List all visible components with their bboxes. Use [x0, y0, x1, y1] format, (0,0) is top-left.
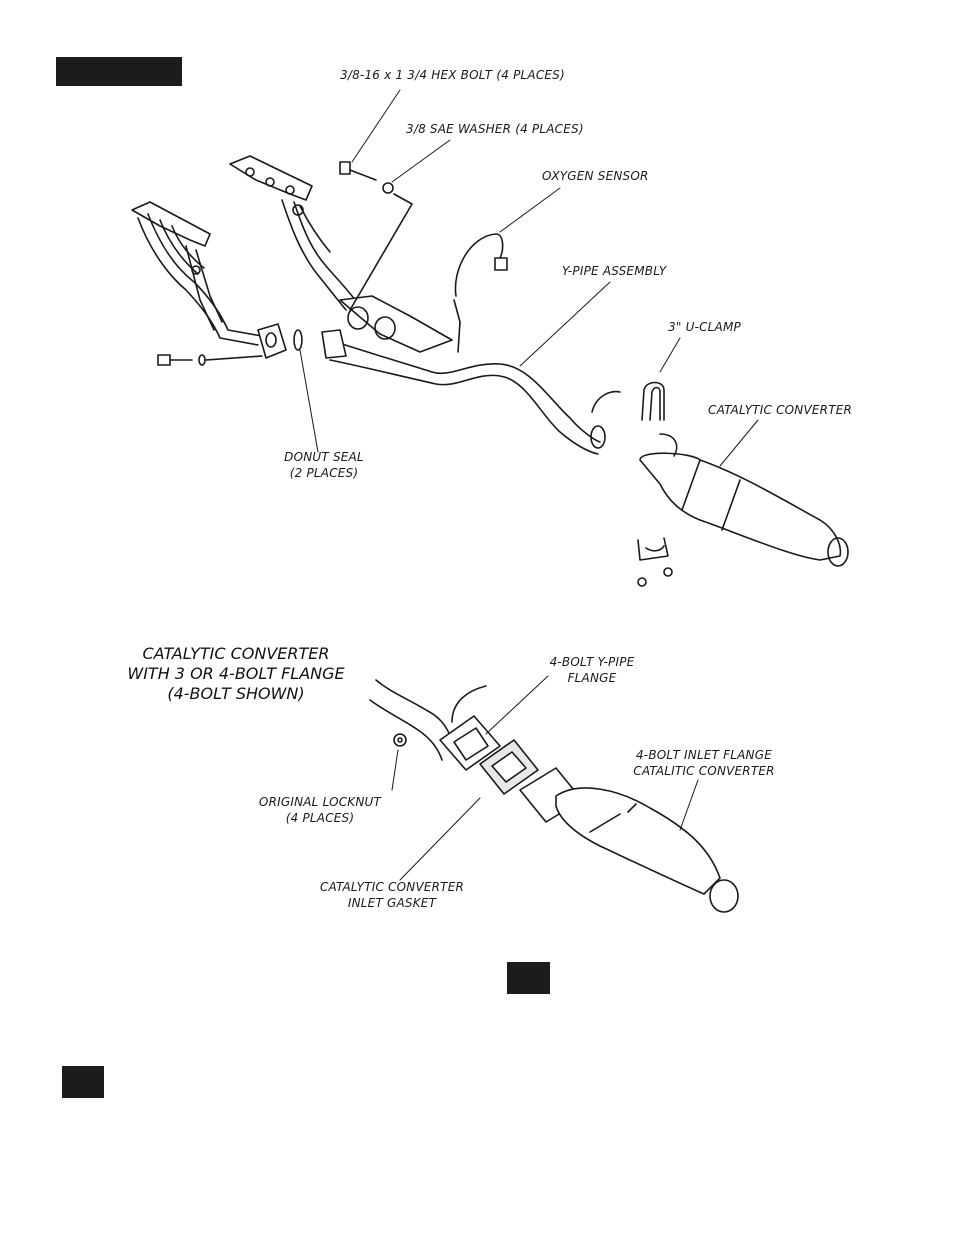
- label-gasket-line1: CATALYTIC CONVERTER: [319, 880, 465, 894]
- label-washer: 3/8 SAE WASHER (4 PLACES): [406, 122, 584, 136]
- left-bolt: [157, 354, 263, 366]
- label-oxygen-sensor: OXYGEN SENSOR: [542, 169, 649, 183]
- label-yflange-line1: 4-BOLT Y-PIPE: [549, 655, 635, 669]
- bottom-locknut: [393, 733, 407, 747]
- u-clamp: [637, 381, 673, 587]
- label-donut-seal-line2: (2 PLACES): [289, 466, 359, 480]
- bottom-cat-converter: [519, 767, 739, 913]
- right-header: [229, 155, 359, 311]
- label-hex-bolt: 3/8-16 x 1 3/4 HEX BOLT (4 PLACES): [340, 68, 565, 82]
- label-locknut-line1: ORIGINAL LOCKNUT: [258, 795, 382, 809]
- label-inlet-flange: 4-BOLT INLET FLANGE CATALITIC CONVERTER: [624, 747, 784, 779]
- label-donut-seal: DONUT SEAL (2 PLACES): [276, 449, 372, 481]
- bottom-y-pipe: [369, 679, 487, 761]
- top-cat-converter: [591, 390, 849, 567]
- label-donut-seal-line1: DONUT SEAL: [284, 450, 364, 464]
- bottom-title: CATALYTIC CONVERTER WITH 3 OR 4-BOLT FLA…: [116, 644, 356, 704]
- label-y-pipe: Y-PIPE ASSEMBLY: [562, 264, 667, 278]
- top-leaders: [299, 89, 759, 467]
- label-u-clamp: 3" U-CLAMP: [668, 320, 741, 334]
- header-tab: [56, 57, 182, 86]
- bottom-leaders: [391, 675, 699, 881]
- y-pipe: [293, 295, 606, 455]
- label-inlet-flange-line2: CATALITIC CONVERTER: [633, 764, 775, 778]
- bottom-yflange: [439, 715, 501, 771]
- bottom-title-line3: (4-BOLT SHOWN): [167, 684, 305, 703]
- label-gasket-line2: INLET GASKET: [347, 896, 437, 910]
- bottom-gasket: [479, 739, 539, 795]
- bottom-title-line2: WITH 3 OR 4-BOLT FLANGE: [127, 664, 345, 683]
- label-gasket: CATALYTIC CONVERTER INLET GASKET: [312, 879, 472, 911]
- label-cat-converter: CATALYTIC CONVERTER: [708, 403, 853, 417]
- center-tab: [507, 962, 550, 994]
- label-locknut-line2: (4 PLACES): [285, 811, 355, 825]
- label-yflange: 4-BOLT Y-PIPE FLANGE: [536, 654, 648, 686]
- left-header: [131, 201, 287, 359]
- label-inlet-flange-line1: 4-BOLT INLET FLANGE: [635, 748, 773, 762]
- bottom-title-line1: CATALYTIC CONVERTER: [142, 644, 330, 663]
- top-bolt: [339, 161, 413, 311]
- label-locknut: ORIGINAL LOCKNUT (4 PLACES): [248, 794, 392, 826]
- label-yflange-line2: FLANGE: [567, 671, 617, 685]
- oxygen-sensor: [453, 233, 508, 353]
- corner-tab: [62, 1066, 104, 1098]
